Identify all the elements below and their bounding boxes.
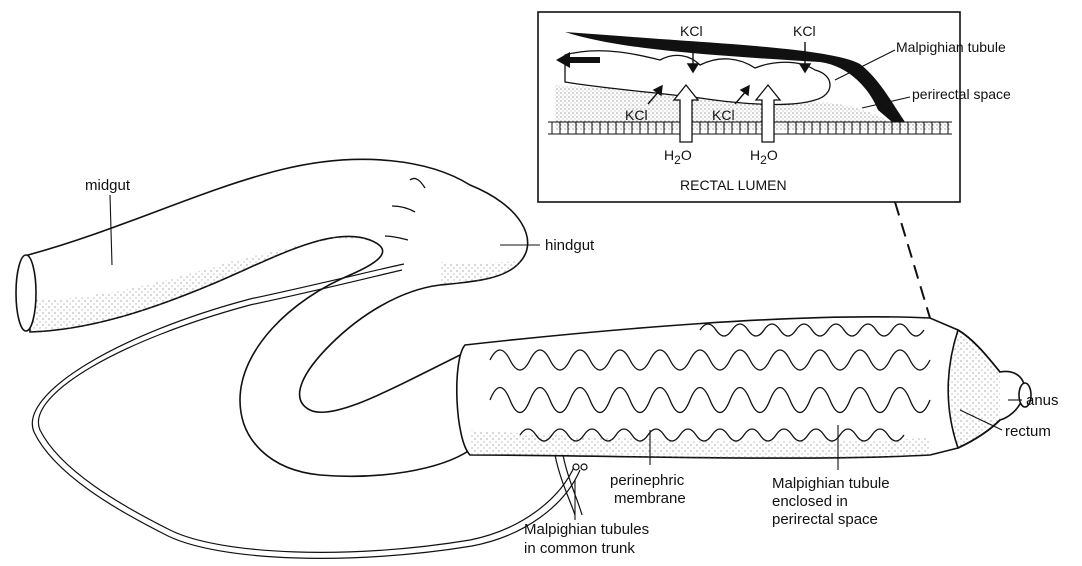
rectum-label: rectum [1005, 423, 1051, 440]
inset-rectal-lumen-label: RECTAL LUMEN [680, 177, 787, 193]
hindgut-label: hindgut [545, 237, 595, 254]
midgut-opening [16, 255, 36, 331]
perinephric-label-line2: membrane [614, 490, 686, 507]
mt-enclosed-label-line2: enclosed in [772, 493, 848, 510]
hindgut-shading [440, 262, 520, 285]
inset-kcl-top-right: KCl [793, 23, 816, 39]
inset-kcl-bottom-mid: KCl [712, 107, 735, 123]
inset-kcl-top-left: KCl [680, 23, 703, 39]
perinephric-label-line1: perinephric [610, 472, 685, 489]
mt-trunk-label-line2: in common trunk [524, 540, 635, 557]
gut-body [28, 159, 528, 476]
midgut-label: midgut [85, 177, 131, 194]
rectum-body [457, 317, 1031, 458]
inset-perirectal-space-label: perirectal space [912, 86, 1011, 102]
anus-label: anus [1026, 392, 1059, 409]
mt-enclosed-label-line3: perirectal space [772, 511, 878, 528]
mt-trunk-label-line1: Malpighian tubules [524, 521, 649, 538]
inset-malpighian-tubule-label: Malpighian tubule [896, 39, 1006, 55]
inset-kcl-bottom-left: KCl [625, 107, 648, 123]
mt-enclosed-label-line1: Malpighian tubule [772, 475, 890, 492]
inset-connector [895, 202, 930, 318]
